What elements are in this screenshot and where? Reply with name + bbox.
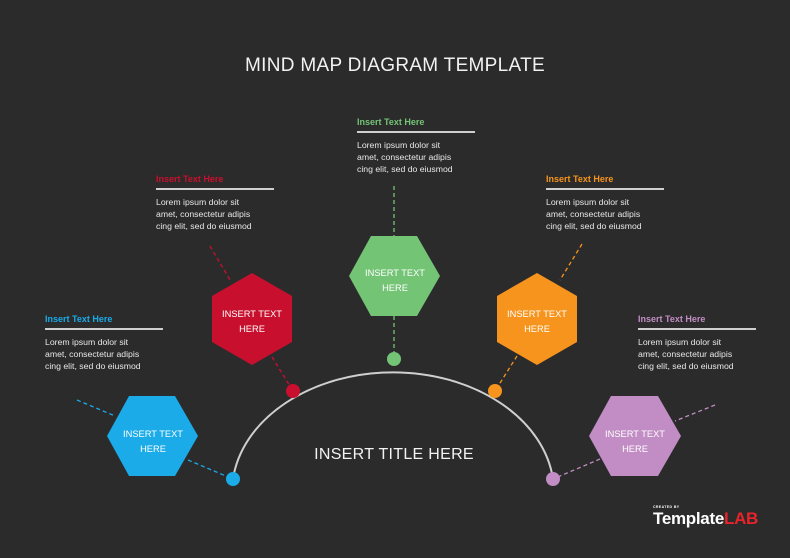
callout-body-line: Lorem ipsum dolor sit	[156, 196, 240, 207]
callout-heading: Insert Text Here	[156, 174, 224, 184]
callout-body-line: amet, consectetur adipis	[156, 208, 251, 219]
callout-body: Lorem ipsum dolor sit amet, consectetur …	[45, 336, 163, 372]
blue-connector-outer	[76, 399, 116, 417]
callout-body-line: cing elit, sed do eiusmod	[156, 220, 252, 231]
callout-body-line: cing elit, sed do eiusmod	[45, 360, 141, 371]
red-callout: Insert Text Here Lorem ipsum dolor sit a…	[156, 172, 274, 232]
red-dot	[286, 384, 300, 398]
callout-heading: Insert Text Here	[357, 117, 425, 127]
callout-body-line: cing elit, sed do eiusmod	[546, 220, 642, 231]
blue-callout: Insert Text Here Lorem ipsum dolor sit a…	[45, 312, 163, 372]
callout-body: Lorem ipsum dolor sit amet, consectetur …	[357, 139, 475, 175]
blue-dot	[226, 472, 240, 486]
red-connector-outer	[209, 245, 231, 281]
blue-hex-label: INSERT TEXT HERE	[108, 427, 198, 457]
callout-body-line: amet, consectetur adipis	[357, 151, 452, 162]
callout-body-line: Lorem ipsum dolor sit	[638, 336, 722, 347]
purple-hex-label: INSERT TEXT HERE	[590, 427, 680, 457]
hex-label-line: INSERT TEXT	[605, 429, 665, 439]
hub-arc	[232, 371, 554, 480]
page-title: MIND MAP DIAGRAM TEMPLATE	[245, 55, 545, 76]
green-dot	[387, 352, 401, 366]
orange-hex-label: INSERT TEXT HERE	[492, 307, 582, 337]
callout-body: Lorem ipsum dolor sit amet, consectetur …	[156, 196, 274, 232]
purple-callout: Insert Text Here Lorem ipsum dolor sit a…	[638, 312, 756, 372]
hex-label-line: HERE	[622, 444, 648, 454]
callout-body-line: cing elit, sed do eiusmod	[357, 163, 453, 174]
green-callout: Insert Text Here Lorem ipsum dolor sit a…	[357, 115, 475, 175]
hex-label-line: INSERT TEXT	[123, 429, 183, 439]
callout-body: Lorem ipsum dolor sit amet, consectetur …	[638, 336, 756, 372]
callout-heading: Insert Text Here	[546, 174, 614, 184]
hex-label-line: HERE	[239, 324, 265, 334]
hex-label-line: HERE	[382, 283, 408, 293]
orange-callout: Insert Text Here Lorem ipsum dolor sit a…	[546, 172, 664, 232]
callout-heading: Insert Text Here	[45, 314, 113, 324]
orange-connector-outer	[559, 243, 583, 281]
hex-label-line: INSERT TEXT	[507, 309, 567, 319]
callout-body: Lorem ipsum dolor sit amet, consectetur …	[546, 196, 664, 232]
callout-body-line: Lorem ipsum dolor sit	[357, 139, 441, 150]
purple-hexagon	[589, 396, 681, 476]
red-hex-label: INSERT TEXT HERE	[207, 307, 297, 337]
callout-body-line: Lorem ipsum dolor sit	[546, 196, 630, 207]
callout-body-line: amet, consectetur adipis	[546, 208, 641, 219]
callout-body-line: amet, consectetur adipis	[45, 348, 140, 359]
red-hexagon	[212, 273, 292, 365]
purple-connector-inner	[552, 458, 601, 480]
callout-body-line: amet, consectetur adipis	[638, 348, 733, 359]
callout-body-line: cing elit, sed do eiusmod	[638, 360, 734, 371]
callout-body-line: Lorem ipsum dolor sit	[45, 336, 129, 347]
purple-dot	[546, 472, 560, 486]
callout-divider	[357, 131, 475, 133]
callout-divider	[638, 328, 756, 330]
blue-connector-inner	[187, 459, 234, 480]
logo-brand: TemplateLAB	[653, 510, 758, 528]
callout-divider	[546, 188, 664, 190]
logo-created-by: CREATED BY	[653, 505, 680, 509]
green-hex-label: INSERT TEXT HERE	[350, 266, 440, 296]
logo-brand-template: Template	[653, 509, 724, 528]
templatelab-logo: CREATED BY TemplateLAB	[653, 505, 758, 528]
hex-label-line: HERE	[140, 444, 166, 454]
blue-hexagon	[107, 396, 198, 476]
hex-label-line: INSERT TEXT	[222, 309, 282, 319]
callout-heading: Insert Text Here	[638, 314, 706, 324]
callout-divider	[45, 328, 163, 330]
hex-label-line: HERE	[524, 324, 550, 334]
orange-dot	[488, 384, 502, 398]
center-title: INSERT TITLE HERE	[314, 446, 474, 463]
orange-hexagon	[497, 273, 577, 365]
logo-brand-lab: LAB	[723, 509, 759, 528]
purple-connector-outer	[674, 404, 716, 422]
green-hexagon	[349, 236, 440, 316]
callout-divider	[156, 188, 274, 190]
hex-label-line: INSERT TEXT	[365, 268, 425, 278]
